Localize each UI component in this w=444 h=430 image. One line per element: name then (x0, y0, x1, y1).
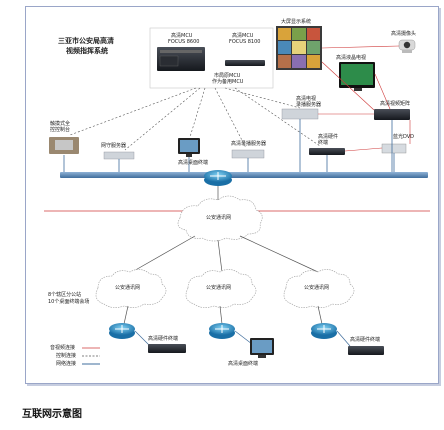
hd-lcd-tv-label: 高清液晶电视 (336, 55, 367, 61)
desktop-terminal-top-label: 高清桌面终端 (178, 160, 209, 166)
mcu-8600-device (157, 47, 205, 71)
gateway-server-device (103, 151, 135, 160)
lan-drops (63, 119, 395, 172)
mcu-backup-label-line2: 作为备用MCU (212, 79, 244, 85)
diagram-title-line1: 三亚市公安局高清 (58, 37, 114, 45)
mcu-1-label-line2: FOCUS 8600 (168, 39, 200, 45)
record-server-label: 高清录播服务器 (231, 141, 267, 147)
mcu-1-label-line1: 高清MCU (171, 33, 193, 39)
mcu-8100-device (225, 60, 265, 66)
left-cloud (95, 269, 167, 308)
hd-recorder-device (281, 108, 319, 120)
right-hd-terminal-device (348, 346, 384, 355)
right-router (311, 323, 337, 339)
branch-note-line1: 8个辖区分公站 (48, 292, 82, 298)
diagram-title-line2: 视频指挥系统 (66, 47, 108, 55)
legend-lines (82, 347, 100, 365)
left-router (109, 323, 135, 339)
bluray-dvd-device (381, 143, 407, 154)
hd-matrix-label: 高清视频矩阵 (380, 101, 411, 107)
legend-audio-label: 音视频连接 (50, 345, 76, 351)
central-cloud (177, 195, 263, 242)
touch-console-label: 触摸式全 控控制台 (50, 121, 71, 133)
mid-cloud (185, 269, 257, 308)
central-net-label: 公安通讯网 (206, 215, 232, 221)
hd-camera (398, 39, 416, 53)
mid-net-label: 公安通讯网 (206, 285, 232, 291)
right-cloud (283, 269, 355, 308)
gateway-server-label: 网守服务器 (101, 143, 127, 149)
desktop-terminal-top-device (178, 138, 200, 157)
mcu-2-label-line2: FOCUS 8100 (229, 39, 261, 45)
right-net-label: 公安通讯网 (304, 285, 330, 291)
hd-terminal-top-device (309, 148, 345, 155)
wan-links (131, 235, 319, 273)
hd-recorder-label: 高清电视 录播服务器 (296, 96, 322, 108)
branch-note-line2: 10个桌面终端会场 (48, 299, 90, 305)
core-router (204, 170, 232, 186)
mcu-backup-label-line1: 市局原MCU (214, 73, 241, 79)
hd-terminal-top-label: 高清硬件 终端 (318, 134, 339, 146)
left-net-label: 公安通讯网 (115, 285, 141, 291)
hd-video-matrix (374, 109, 410, 120)
hd-lcd-tv (339, 62, 375, 91)
control-links (69, 87, 321, 151)
figure-caption: 互联网示意图 (22, 409, 82, 420)
av-links (318, 45, 411, 152)
bluray-dvd-label: 蓝光DVD (393, 134, 415, 140)
mid-terminal-label: 高清桌面终端 (228, 361, 259, 367)
lan-backbone (60, 172, 428, 178)
legend-network-label: 网络连接 (56, 361, 77, 367)
big-screen-label: 大屏显示系统 (281, 19, 312, 25)
record-server-device (231, 149, 265, 159)
hd-camera-label: 高清摄像头 (391, 31, 417, 37)
right-terminal-label: 高清硬件终端 (350, 337, 381, 343)
mid-desktop-terminal-device (250, 338, 274, 358)
touch-console-device (49, 137, 79, 154)
legend-control-label: 控制连接 (56, 353, 77, 359)
mid-router (209, 323, 235, 339)
mcu-2-label-line1: 高清MCU (232, 33, 254, 39)
left-hd-terminal-device (148, 344, 186, 353)
left-terminal-label: 高清硬件终端 (148, 336, 179, 342)
big-screen-wall (276, 26, 322, 70)
